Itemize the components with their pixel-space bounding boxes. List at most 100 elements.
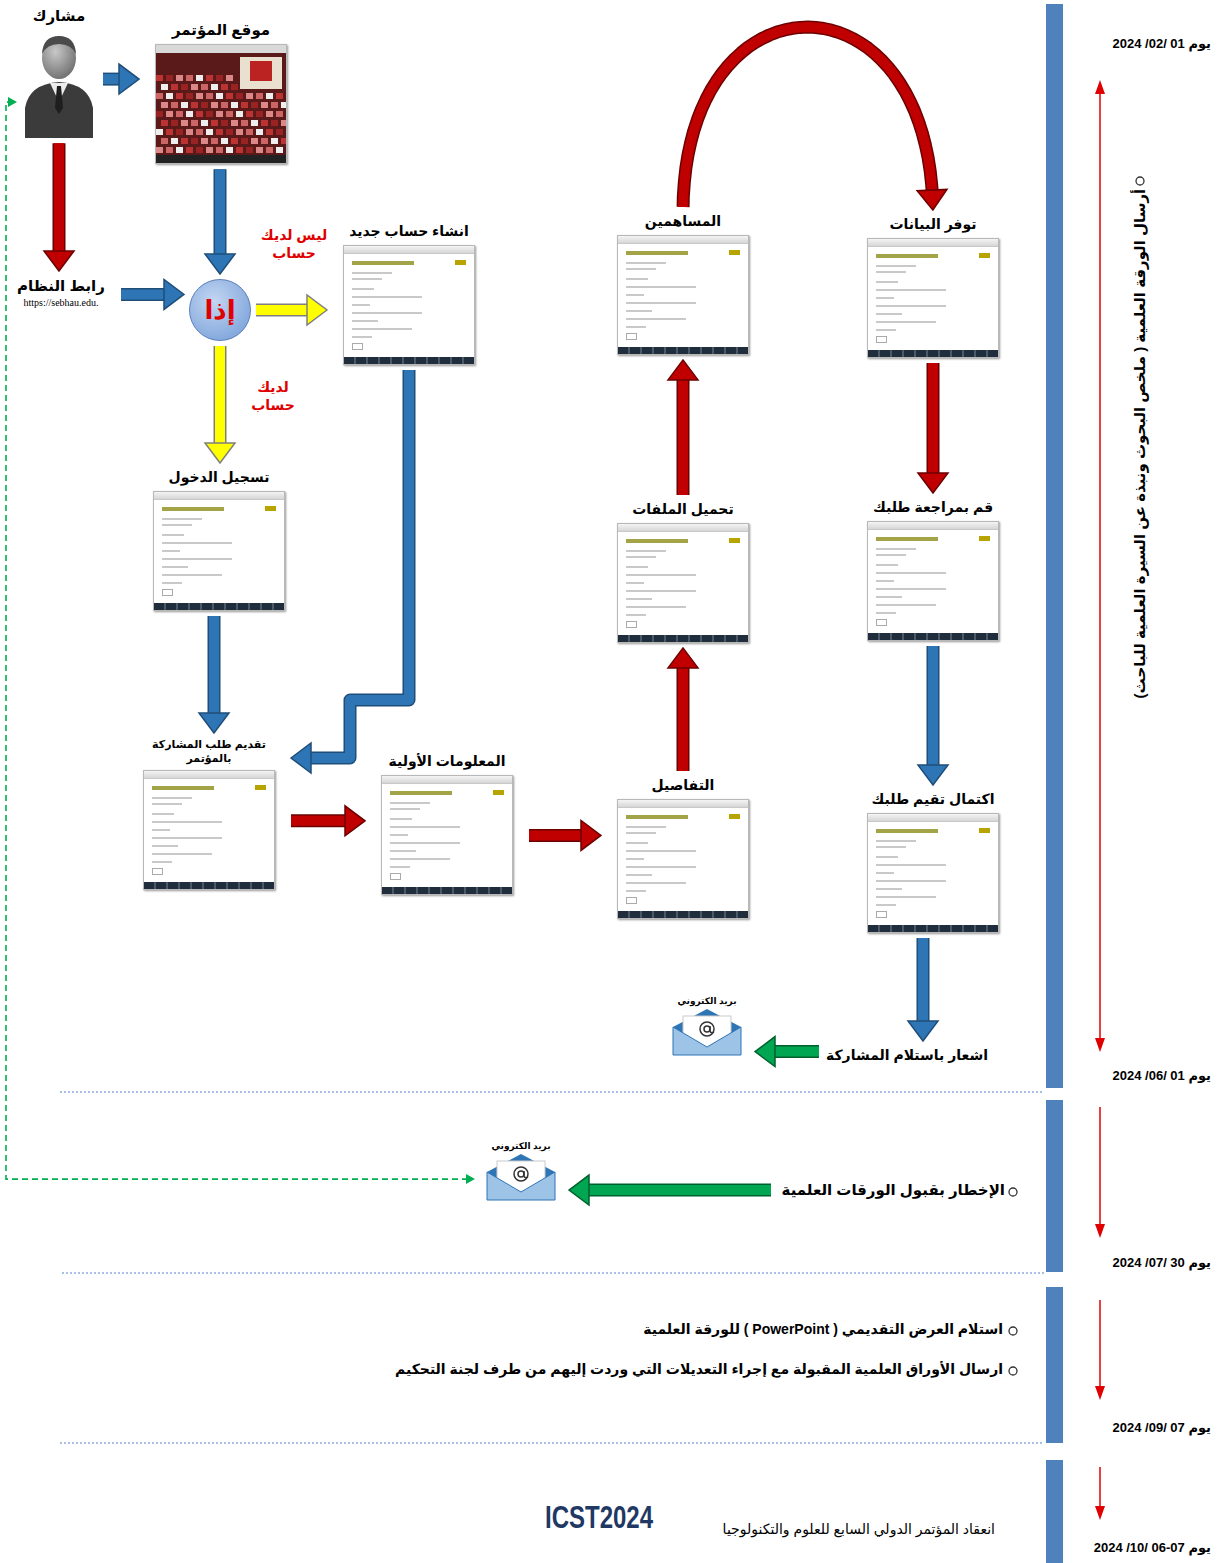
arrow-outline xyxy=(927,363,940,475)
drawing-part xyxy=(231,120,238,126)
drawing-part xyxy=(196,93,203,99)
arrow-body xyxy=(291,816,347,826)
window-bar xyxy=(618,800,748,808)
screenshot xyxy=(867,813,999,933)
form-row xyxy=(876,864,946,866)
phase-task: ارسال الأوراق العلمية المقبولة مع إجراء … xyxy=(395,1360,1003,1378)
arrowhead xyxy=(44,251,74,271)
drawing-part xyxy=(156,75,163,81)
drawing-part xyxy=(186,93,193,99)
arrowhead xyxy=(668,360,698,380)
period-arrow xyxy=(1099,1300,1101,1388)
edge-label: لديك حساب xyxy=(242,378,304,414)
form-row xyxy=(152,821,222,823)
form-row xyxy=(390,858,450,860)
drawing-part xyxy=(201,120,208,126)
form-row xyxy=(390,866,410,868)
timeline-bar xyxy=(1046,4,1063,1088)
drawing-part xyxy=(241,138,248,144)
arrowhead xyxy=(345,806,365,836)
page-footer xyxy=(618,911,748,918)
arrow-body xyxy=(256,305,309,315)
form-row xyxy=(152,797,192,799)
flow-arrow xyxy=(918,646,948,785)
screenshot xyxy=(617,799,749,919)
node-label: تحميل الملفات xyxy=(606,500,760,519)
decision-circle: إذا xyxy=(189,279,251,341)
date-label: يوم 01 /06/ 2024 xyxy=(1113,1068,1212,1085)
drawing-part xyxy=(276,129,283,135)
drawing-part xyxy=(191,84,198,90)
period-arrow xyxy=(1099,92,1101,1040)
drawing-part xyxy=(226,75,233,81)
drawing-part xyxy=(231,138,238,144)
form-row xyxy=(876,604,936,606)
form-row xyxy=(352,304,370,306)
form-row xyxy=(626,262,666,264)
arrow-outline xyxy=(587,1184,771,1197)
period-arrow xyxy=(1099,1467,1101,1508)
page-button xyxy=(979,536,990,541)
system-link: رابط النظامhttps://sebhau.edu. xyxy=(6,276,116,310)
node-label: الإخطار بقبول الورقات العلمية xyxy=(776,1180,1005,1200)
form-row xyxy=(876,554,906,556)
form-row xyxy=(876,548,916,550)
form-row xyxy=(626,590,696,592)
drawing-part xyxy=(256,129,263,135)
dashed-line xyxy=(6,102,468,1179)
arrow-outline xyxy=(214,169,227,256)
arrowhead xyxy=(908,1021,938,1041)
form-row xyxy=(626,826,666,828)
drawing-part xyxy=(216,129,223,135)
drawing-part xyxy=(281,120,286,126)
form-row xyxy=(152,803,182,805)
drawing-part xyxy=(156,93,163,99)
drawing-part xyxy=(226,129,233,135)
drawing-part xyxy=(196,111,203,117)
arrow-body xyxy=(928,646,938,767)
arrow-outline xyxy=(53,143,66,253)
form-row xyxy=(390,850,416,852)
drawing-part xyxy=(246,93,253,99)
node-label: المساهمين xyxy=(606,212,760,231)
screenshot xyxy=(153,491,285,611)
form-row xyxy=(390,826,460,828)
timeline-bar xyxy=(1046,1100,1063,1272)
window-bar xyxy=(382,776,512,784)
drawing-part xyxy=(251,120,258,126)
drawing-part xyxy=(221,102,228,108)
page-footer xyxy=(868,925,998,932)
drawing-part xyxy=(256,93,263,99)
form-row xyxy=(876,846,906,848)
arrow-body xyxy=(309,370,409,758)
flow-arrow xyxy=(908,938,938,1041)
drawing-part xyxy=(704,1026,710,1032)
date-label: يوم 07 /09/ 2024 xyxy=(1113,1420,1212,1437)
arrow-body xyxy=(209,616,219,715)
envelope-figure xyxy=(664,1007,750,1057)
form-row xyxy=(626,278,648,280)
form-row xyxy=(626,874,652,876)
form-row xyxy=(626,866,696,868)
node-label: اكتمال تقيم طلبك xyxy=(856,790,1010,809)
drawing-part xyxy=(256,111,263,117)
arrowhead xyxy=(668,648,698,668)
page-title-bar xyxy=(162,507,224,511)
flow-arrow xyxy=(199,616,229,733)
drawing-part xyxy=(156,45,286,53)
flow-arrow xyxy=(205,169,235,274)
drawing-part xyxy=(186,147,193,153)
page-title-bar xyxy=(626,815,688,819)
screenshot xyxy=(381,775,513,895)
form-row xyxy=(390,818,412,820)
form-row xyxy=(876,840,916,842)
page-footer xyxy=(868,350,998,357)
form-row xyxy=(626,606,686,608)
edge-label: ليس لديك حساب xyxy=(258,226,330,262)
flow-arrow xyxy=(529,820,601,850)
page-button xyxy=(729,814,740,819)
form-row xyxy=(390,834,408,836)
drawing-part xyxy=(251,138,258,144)
drawing-part xyxy=(181,84,188,90)
drawing-part xyxy=(156,111,163,117)
